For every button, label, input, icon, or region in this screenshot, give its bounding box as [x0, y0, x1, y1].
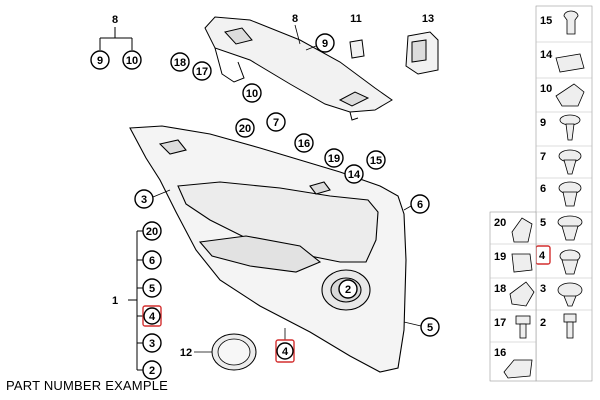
caption-part-number-example: PART NUMBER EXAMPLE [6, 378, 169, 393]
callout-15-panel[interactable]: 15 [370, 155, 382, 167]
left-callout-3[interactable]: 3 [149, 338, 155, 350]
legend-mid-19[interactable]: 19 [494, 251, 506, 263]
left-callout-2[interactable]: 2 [149, 365, 155, 377]
legend-right-4-highlighted[interactable]: 4 [539, 250, 546, 262]
callout-8-panel[interactable]: 8 [292, 13, 298, 25]
callout-17[interactable]: 17 [196, 66, 208, 78]
callout-12[interactable]: 12 [180, 347, 192, 359]
legend-right-5[interactable]: 5 [540, 217, 546, 229]
callout-16-panel[interactable]: 16 [298, 138, 310, 150]
callout-18[interactable]: 18 [174, 57, 186, 69]
legend-mid-16[interactable]: 16 [494, 347, 506, 359]
parts-legend-right: 15 14 10 9 7 6 5 4 3 2 [535, 5, 593, 382]
left-callout-4-highlighted[interactable]: 4 [149, 311, 156, 323]
legend-mid-17[interactable]: 17 [494, 317, 506, 329]
callout-1[interactable]: 1 [112, 295, 118, 307]
legend-right-7[interactable]: 7 [540, 151, 546, 163]
left-callout-5[interactable]: 5 [149, 283, 155, 295]
legend-right-9[interactable]: 9 [540, 117, 546, 129]
legend-right-3[interactable]: 3 [540, 283, 546, 295]
legend-right-10[interactable]: 10 [540, 83, 552, 95]
callout-4-bottom-highlighted[interactable]: 4 [282, 346, 289, 358]
callout-19-panel[interactable]: 19 [328, 153, 340, 165]
left-callout-6[interactable]: 6 [149, 255, 155, 267]
callout-2-panel[interactable]: 2 [345, 284, 351, 296]
left-callout-20[interactable]: 20 [146, 226, 158, 238]
legend-right-2[interactable]: 2 [540, 317, 546, 329]
legend-mid-18[interactable]: 18 [494, 283, 506, 295]
main-side-panel [129, 125, 407, 373]
top-left-group [99, 27, 133, 50]
legend-right-15[interactable]: 15 [540, 15, 552, 27]
upper-trim-part [204, 16, 393, 121]
callout-20-panel[interactable]: 20 [239, 123, 251, 135]
legend-right-14[interactable]: 14 [540, 49, 553, 61]
callout-10-top[interactable]: 10 [126, 55, 138, 67]
callout-10-panel[interactable]: 10 [246, 88, 258, 100]
callout-6-panel[interactable]: 6 [417, 199, 423, 211]
callout-14-panel[interactable]: 14 [348, 169, 361, 181]
callout-7-panel[interactable]: 7 [273, 117, 279, 129]
bracket-13-part [405, 31, 439, 75]
parts-legend-middle: 20 19 18 17 16 [489, 211, 537, 382]
left-stack-items: 20 6 5 4 3 2 [142, 221, 162, 380]
left-callout-stack [128, 230, 143, 371]
callout-9-panel[interactable]: 9 [322, 38, 328, 50]
callout-5-panel[interactable]: 5 [427, 322, 433, 334]
clip-11-part [349, 39, 365, 59]
callout-9-top[interactable]: 9 [97, 55, 103, 67]
callout-8-top[interactable]: 8 [112, 14, 118, 26]
legend-mid-20[interactable]: 20 [494, 217, 506, 229]
callout-13[interactable]: 13 [422, 13, 434, 25]
callout-11[interactable]: 11 [350, 13, 362, 25]
legend-right-6[interactable]: 6 [540, 183, 546, 195]
callout-3-panel[interactable]: 3 [141, 194, 147, 206]
